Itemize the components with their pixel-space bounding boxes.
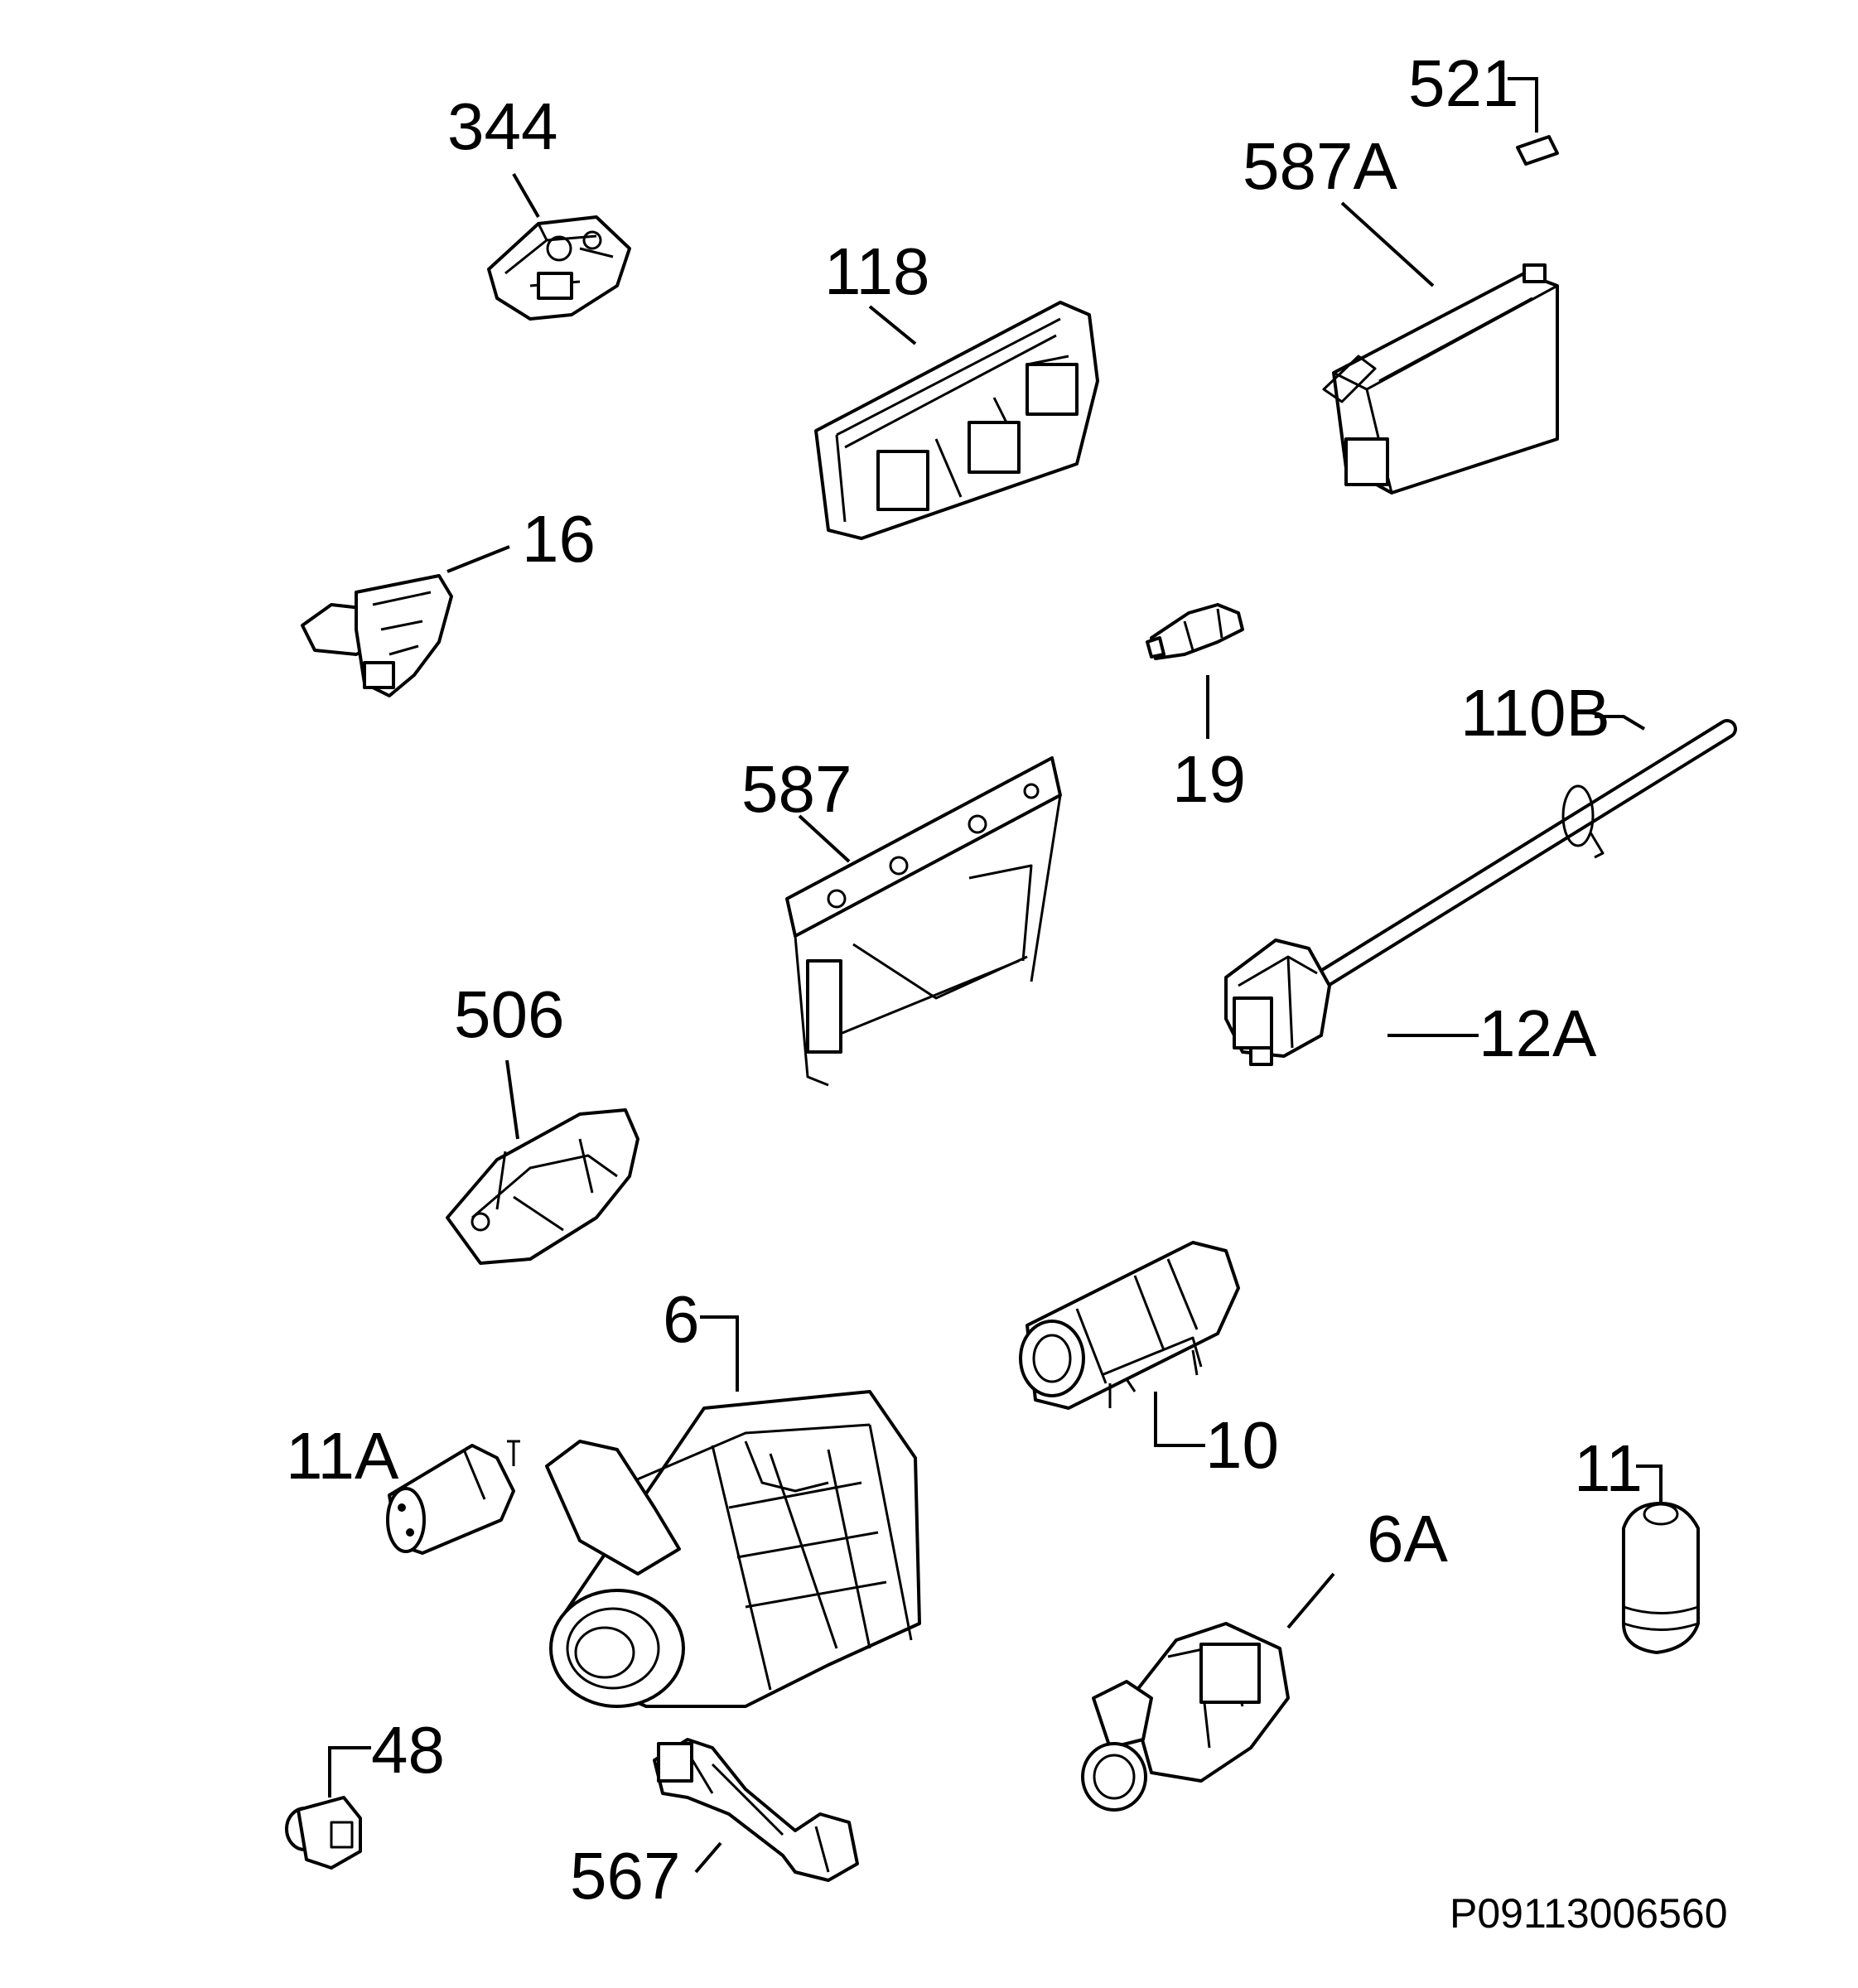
- label-344: 344: [447, 89, 557, 163]
- part-6A-drain-pump: [1081, 1622, 1290, 1812]
- label-506: 506: [454, 977, 564, 1051]
- label-587A: 587A: [1243, 129, 1397, 203]
- part-11A-capacitor: [386, 1440, 520, 1555]
- part-19-connector: [1146, 603, 1244, 660]
- label-10: 10: [1205, 1408, 1279, 1482]
- leader-344: [512, 173, 540, 218]
- label-6: 6: [663, 1282, 700, 1356]
- part-48-plug: [285, 1796, 362, 1870]
- part-521-connector: [1516, 135, 1559, 166]
- label-11A: 11A: [286, 1419, 399, 1493]
- part-587-bracket: [785, 756, 1062, 1087]
- leader-587: [798, 814, 851, 863]
- part-118-control-panel: [814, 301, 1099, 540]
- part-344-clip: [487, 215, 631, 321]
- leader-48: [328, 1746, 371, 1797]
- leader-16: [446, 545, 510, 573]
- part-11-capacitor: [1622, 1502, 1700, 1654]
- part-6-circulation-pump: [545, 1390, 921, 1708]
- label-587: 587: [741, 752, 852, 826]
- label-48: 48: [371, 1713, 445, 1787]
- label-19: 19: [1172, 742, 1246, 816]
- leader-521: [1508, 77, 1538, 133]
- label-6A: 6A: [1367, 1502, 1448, 1575]
- label-521: 521: [1408, 46, 1518, 120]
- part-10-heater: [1019, 1241, 1240, 1410]
- label-16: 16: [522, 502, 596, 576]
- leader-506: [505, 1059, 519, 1140]
- part-506-holder: [446, 1108, 639, 1265]
- leader-6A: [1286, 1572, 1335, 1629]
- label-12A: 12A: [1479, 996, 1597, 1070]
- part-12A-sensor-with-hose: [1224, 719, 1737, 1066]
- leader-587A: [1340, 201, 1435, 287]
- drawing-code: P09113006560: [1450, 1890, 1728, 1937]
- leader-118: [868, 305, 917, 345]
- label-567: 567: [570, 1839, 680, 1913]
- label-11: 11: [1574, 1431, 1643, 1505]
- leader-10: [1154, 1392, 1205, 1447]
- part-567-bracket: [653, 1738, 859, 1882]
- leader-6: [700, 1315, 739, 1392]
- leader-567: [694, 1841, 722, 1874]
- part-16-switch: [301, 574, 453, 697]
- label-118: 118: [824, 234, 930, 308]
- leader-11: [1636, 1464, 1663, 1503]
- leader-110B: [1595, 715, 1646, 731]
- label-110B: 110B: [1460, 676, 1610, 750]
- part-587A-control-module: [1322, 263, 1559, 495]
